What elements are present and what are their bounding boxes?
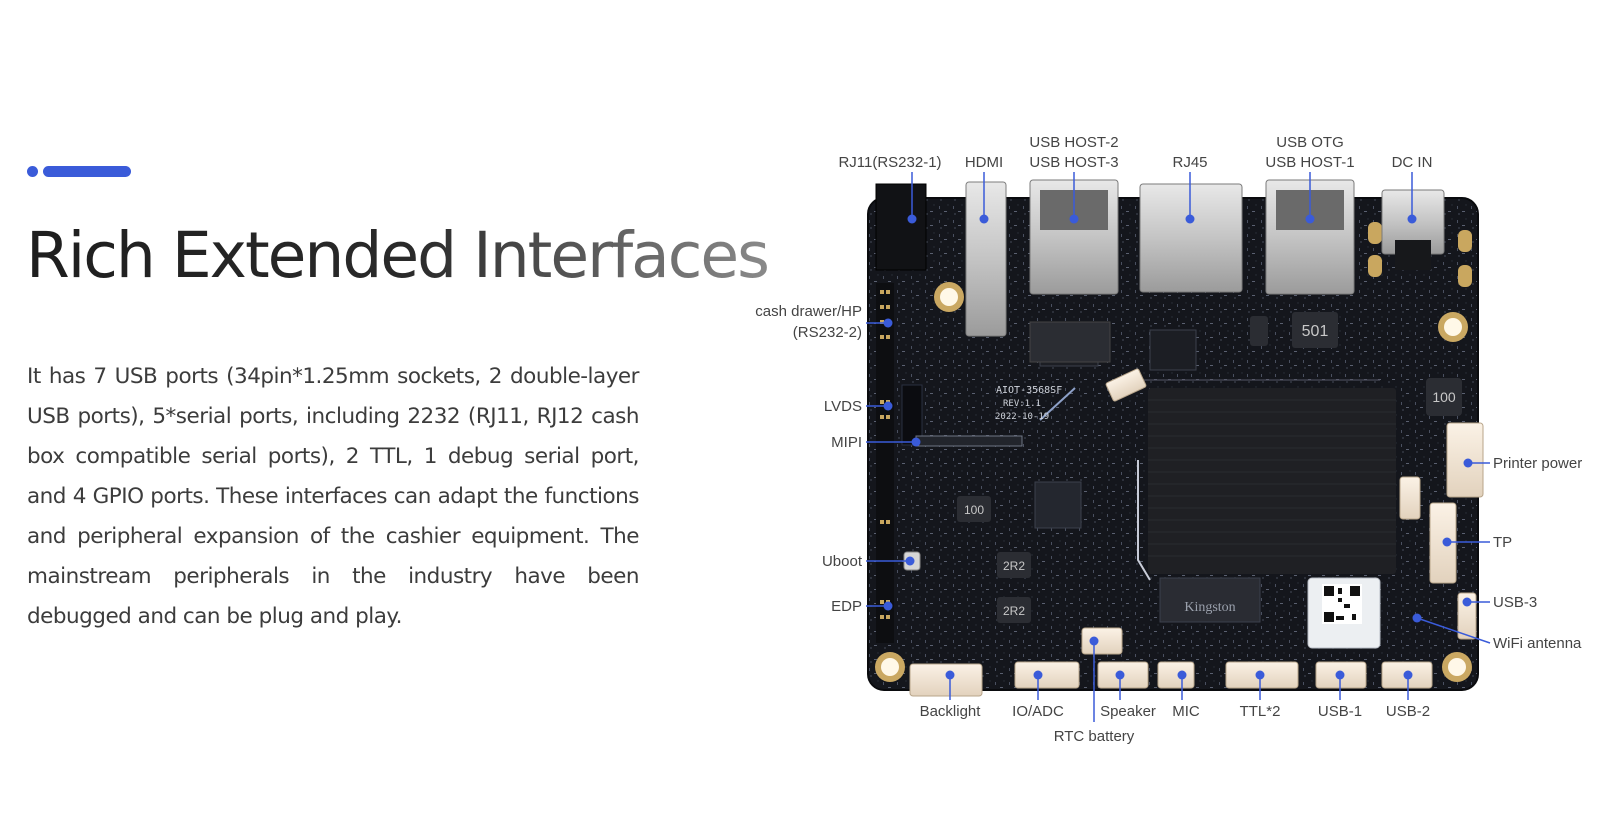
- section-description: It has 7 USB ports (34pin*1.25mm sockets…: [27, 364, 640, 629]
- label-cash-drawer: cash drawer/HP: [755, 303, 862, 320]
- label-tp: TP: [1493, 534, 1512, 551]
- label-ttl2: TTL*2: [1240, 703, 1281, 720]
- svg-text:2R2: 2R2: [1003, 559, 1025, 573]
- pcb-board: 2R2 2R2 100 501 100 Kingston: [867, 179, 1484, 697]
- label-printer-power: Printer power: [1493, 455, 1582, 472]
- label-mipi: MIPI: [831, 434, 862, 451]
- label-usb-otg: USB OTG: [1276, 134, 1344, 151]
- label-usb-1: USB-1: [1318, 703, 1362, 720]
- inductor-label: 100: [1432, 389, 1456, 405]
- svg-text:2R2: 2R2: [1003, 604, 1025, 618]
- label-rs232-2: (RS232-2): [793, 324, 862, 341]
- label-edp: EDP: [831, 598, 862, 615]
- memory-brand: Kingston: [1184, 600, 1235, 615]
- silk-model: AIOT-3568SF: [996, 385, 1062, 396]
- chip-label-501: 501: [1302, 323, 1329, 340]
- svg-text:100: 100: [964, 503, 984, 517]
- callout-leaders: [866, 172, 1491, 722]
- label-usb-host-1: USB HOST-1: [1265, 154, 1354, 171]
- callout-labels: RJ11(RS232-1) HDMI USB HOST-2 USB HOST-3…: [755, 134, 1582, 745]
- accent-bar: [43, 166, 131, 177]
- label-backlight: Backlight: [920, 703, 982, 720]
- section-title: Rich Extended Interfaces: [26, 219, 770, 292]
- label-hdmi: HDMI: [965, 154, 1003, 171]
- label-dc-in: DC IN: [1392, 154, 1433, 171]
- label-wifi-antenna: WiFi antenna: [1493, 635, 1582, 652]
- silk-rev: REV:1.1: [1003, 399, 1041, 409]
- label-uboot: Uboot: [822, 553, 863, 570]
- label-usb-2: USB-2: [1386, 703, 1430, 720]
- label-mic: MIC: [1172, 703, 1200, 720]
- label-lvds: LVDS: [824, 398, 862, 415]
- label-rj11: RJ11(RS232-1): [838, 154, 941, 171]
- silk-date: 2022-10-19: [995, 412, 1049, 422]
- label-rtc-battery: RTC battery: [1054, 728, 1135, 745]
- label-usb-host-3: USB HOST-3: [1029, 154, 1118, 171]
- label-speaker: Speaker: [1100, 703, 1156, 720]
- label-usb-3: USB-3: [1493, 594, 1537, 611]
- label-usb-host-2: USB HOST-2: [1029, 134, 1118, 151]
- label-rj45: RJ45: [1172, 154, 1207, 171]
- label-io-adc: IO/ADC: [1012, 703, 1064, 720]
- accent-dot: [27, 166, 38, 177]
